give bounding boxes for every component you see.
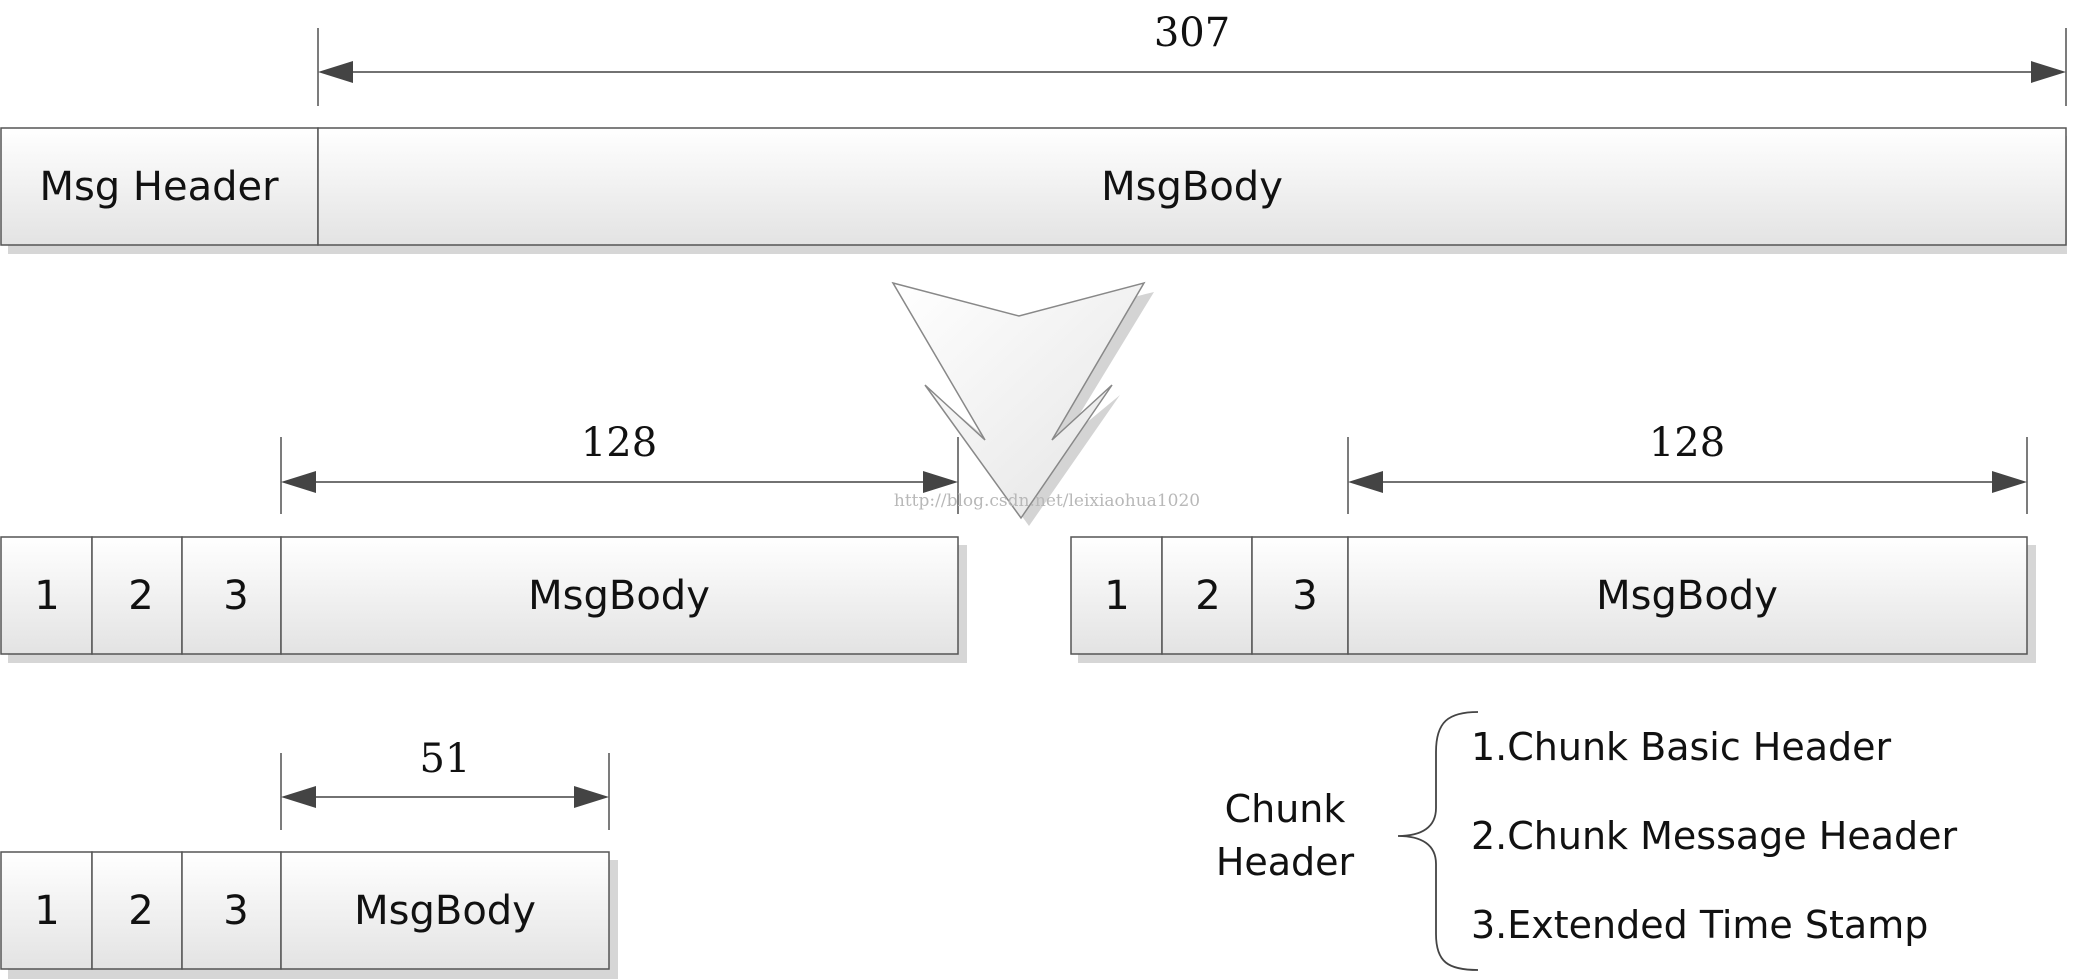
dimension-arrow-left: [281, 471, 316, 493]
chunk-3-body-label: MsgBody: [354, 888, 536, 934]
message-body-dimension: 307: [317, 10, 2067, 106]
chunk-1-field-2-cell: [91, 536, 183, 655]
chunk-2-field-1-label: 1: [1104, 573, 1129, 619]
chunk-3-field-3-label: 3: [223, 888, 248, 934]
chunk-1-field-3-cell: [181, 536, 282, 655]
chunk-3-field-1-cell: [0, 851, 93, 970]
chunk-3-body-size-label: 51: [420, 736, 471, 782]
watermark: http://blog.csdn.net/leixiaohua1020: [894, 491, 1200, 511]
legend-brace: [1397, 711, 1479, 971]
chunk-1-field-1-label: 1: [34, 573, 59, 619]
legend-item-1: 1.Chunk Basic Header: [1471, 725, 1892, 769]
chunk-1-body-dimension: 128: [280, 420, 959, 514]
chunk-2-field-2-label: 2: [1195, 573, 1220, 619]
chunk-1-body-label: MsgBody: [528, 573, 710, 619]
chunk-3-field-1-label: 1: [34, 888, 59, 934]
chunk-3-body-cell: [280, 851, 610, 970]
legend-item-3: 3.Extended Time Stamp: [1471, 903, 1928, 947]
msg-body-cell: [317, 127, 2067, 246]
chunk-2-body-size-label: 128: [1649, 420, 1725, 466]
dimension-arrow-right: [2031, 61, 2066, 83]
chunk-3-field-2-label: 2: [128, 888, 153, 934]
chunk-3-field-2-cell: [91, 851, 183, 970]
chunk-2-field-3-label: 3: [1292, 573, 1317, 619]
chunk-1-body-cell: [280, 536, 959, 655]
split-arrow: [891, 281, 1154, 526]
split-arrow-shape: [891, 281, 1146, 520]
legend-title-line-1: Chunk: [1225, 787, 1346, 831]
message-row: 307 Msg Header MsgBody: [0, 10, 2067, 254]
chunk-header-legend: Chunk Header 1.Chunk Basic Header 2.Chun…: [1216, 711, 1957, 971]
chunk-3-field-3-cell: [181, 851, 282, 970]
chunk-2-body-label: MsgBody: [1596, 573, 1778, 619]
chunk-1-body-size-label: 128: [581, 420, 657, 466]
chunk-1: 128 1 2 3 MsgBody: [0, 420, 967, 663]
message-body-size-label: 307: [1154, 10, 1230, 56]
chunk-2-field-2-cell: [1161, 536, 1253, 655]
dimension-arrow-left: [318, 61, 353, 83]
legend-title-line-2: Header: [1216, 840, 1355, 884]
dimension-arrow-right: [574, 786, 609, 808]
chunk-2-field-3-cell: [1251, 536, 1349, 655]
chunk-1-field-1-cell: [0, 536, 93, 655]
chunk-2-body-cell: [1347, 536, 2028, 655]
dimension-arrow-left: [1348, 471, 1383, 493]
chunk-3: 51 1 2 3 MsgBody: [0, 736, 618, 979]
msg-header-cell: [0, 127, 319, 246]
dimension-arrow-right: [923, 471, 958, 493]
msg-body-label: MsgBody: [1101, 164, 1283, 210]
chunk-2: 128 1 2 3 MsgBody: [1070, 420, 2036, 663]
chunk-1-field-3-label: 3: [223, 573, 248, 619]
chunk-2-body-dimension: 128: [1347, 420, 2028, 514]
chunk-3-body-dimension: 51: [280, 736, 610, 830]
chunk-1-field-2-label: 2: [128, 573, 153, 619]
msg-header-label: Msg Header: [39, 164, 279, 210]
dimension-arrow-left: [281, 786, 316, 808]
dimension-arrow-right: [1992, 471, 2027, 493]
legend-item-2: 2.Chunk Message Header: [1471, 814, 1957, 858]
